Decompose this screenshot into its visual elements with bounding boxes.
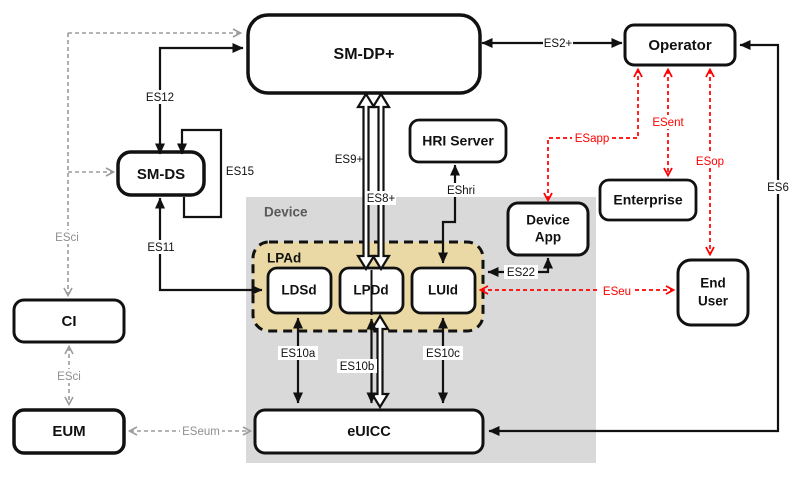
node-eum-label: EUM xyxy=(52,423,85,440)
svg-text:ESci: ESci xyxy=(55,232,79,244)
svg-text:ES22: ES22 xyxy=(507,267,535,279)
arrow-es11 xyxy=(155,197,263,295)
edge-label-es8: ES8+ xyxy=(366,191,396,205)
edge-label-esci-bottom: ESci xyxy=(53,369,85,383)
hollow-arrow-es8-upper xyxy=(371,91,391,272)
edge-label-esent: ESent xyxy=(649,115,687,129)
node-end-user-label-line2: User xyxy=(698,294,729,309)
node-device-app-label-line1: Device xyxy=(526,213,570,228)
svg-text:ES2+: ES2+ xyxy=(544,38,573,50)
node-sm-dp-plus xyxy=(246,13,482,95)
edge-label-es2: ES2+ xyxy=(543,36,573,50)
edge-label-eseu: ESeu xyxy=(600,284,634,298)
node-enterprise-label: Enterprise xyxy=(613,192,682,208)
svg-text:ESent: ESent xyxy=(652,117,684,129)
edge-label-eseum: ESeum xyxy=(180,424,222,438)
node-ci-label: CI xyxy=(62,313,77,330)
arrow-es6 xyxy=(488,40,780,436)
node-ci xyxy=(12,298,126,344)
svg-text:ESapp: ESapp xyxy=(575,133,610,145)
node-eum xyxy=(12,408,126,455)
svg-text:ESop: ESop xyxy=(696,156,724,168)
edge-label-es22: ES22 xyxy=(504,265,538,279)
node-euicc xyxy=(253,408,485,455)
node-hri-server-label: HRI Server xyxy=(422,133,494,149)
svg-text:ES6: ES6 xyxy=(767,182,789,194)
edge-label-esapp: ESapp xyxy=(572,131,612,145)
device-container-label: Device xyxy=(264,205,308,220)
svg-text:ES11: ES11 xyxy=(147,242,174,254)
svg-text:ES12: ES12 xyxy=(146,92,174,104)
svg-text:EShri: EShri xyxy=(447,185,475,197)
svg-text:ES10a: ES10a xyxy=(281,348,316,360)
node-end-user-label-line1: End xyxy=(700,276,726,291)
node-luid-label: LUId xyxy=(428,283,458,298)
edge-label-esop: ESop xyxy=(693,154,727,168)
node-euicc-label: eUICC xyxy=(347,424,391,440)
svg-text:ES10b: ES10b xyxy=(340,361,375,373)
svg-text:ES9+: ES9+ xyxy=(335,154,364,166)
svg-text:ES15: ES15 xyxy=(226,166,254,178)
edge-label-es9: ES9+ xyxy=(335,152,364,166)
node-sm-ds-label: SM-DS xyxy=(137,166,185,183)
edge-label-es12: ES12 xyxy=(143,90,177,104)
lpad-container-label: LPAd xyxy=(267,251,301,266)
node-sm-dp-plus-label: SM-DP+ xyxy=(334,46,395,63)
edge-label-es6: ES6 xyxy=(765,180,791,194)
svg-text:ES8+: ES8+ xyxy=(367,193,396,205)
svg-text:ESci: ESci xyxy=(57,371,81,383)
edge-label-es11: ES11 xyxy=(144,240,178,254)
svg-text:ES10c: ES10c xyxy=(426,348,460,360)
node-ldsd xyxy=(266,266,333,315)
node-end-user xyxy=(676,258,750,327)
edge-label-es10c: ES10c xyxy=(423,346,463,360)
node-operator-label: Operator xyxy=(648,37,712,54)
edge-label-eshri: EShri xyxy=(443,183,479,197)
node-ldsd-label: LDSd xyxy=(281,283,316,298)
edge-label-es10a: ES10a xyxy=(278,346,318,360)
edge-label-esci-top: ESci xyxy=(51,230,83,244)
node-luid xyxy=(410,266,477,315)
node-device-app-label-line2: App xyxy=(535,230,561,245)
edge-label-es15: ES15 xyxy=(226,166,254,178)
edge-label-es10b: ES10b xyxy=(337,359,377,373)
arrow-es12 xyxy=(155,43,244,155)
svg-text:ESeum: ESeum xyxy=(182,426,220,438)
svg-text:ESeu: ESeu xyxy=(603,286,631,298)
hollow-arrow-es9 xyxy=(356,91,376,272)
